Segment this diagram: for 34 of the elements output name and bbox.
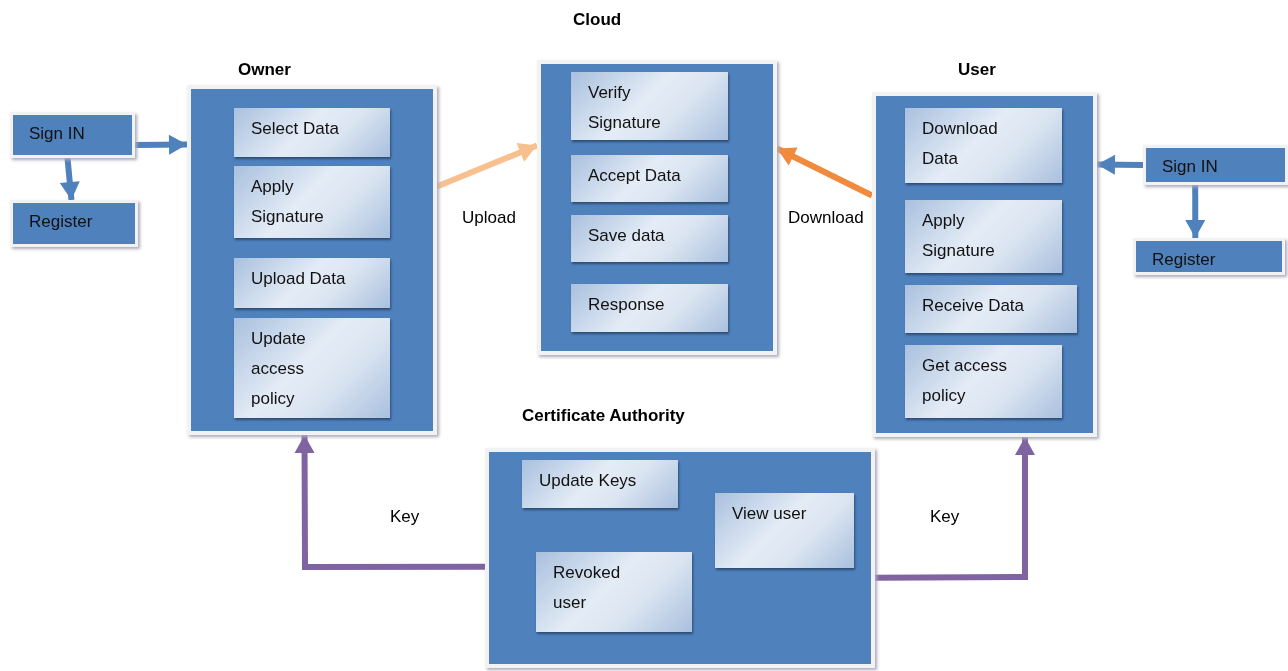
action-box: Sign IN [10, 112, 135, 158]
step-box: Update access policy [234, 318, 390, 418]
step-box: Update Keys [522, 460, 678, 508]
block-arrow [1096, 154, 1144, 175]
step-box: View user [715, 493, 854, 568]
step-box: Accept Data [571, 155, 728, 202]
step-box: Apply Signature [234, 166, 390, 238]
block-arrow [134, 134, 188, 155]
block-arrow [59, 157, 80, 201]
block-arrow [1185, 185, 1206, 238]
block-arrow [294, 435, 485, 570]
edge-label: Key [928, 507, 962, 527]
group-heading: Certificate Authority [522, 406, 685, 426]
group-heading: Cloud [573, 10, 622, 30]
step-box: Upload Data [234, 258, 390, 308]
block-arrow [435, 142, 539, 190]
edge-label: Upload [460, 208, 518, 228]
group-heading: User [958, 60, 996, 80]
action-box: Sign IN [1143, 145, 1288, 185]
step-box: Get access policy [905, 345, 1062, 418]
step-box: Select Data [234, 108, 390, 157]
step-box: Download Data [905, 108, 1062, 183]
block-arrow [875, 437, 1035, 581]
edge-label: Key [388, 507, 422, 527]
action-box: Register [1133, 238, 1285, 275]
step-box: Revoked user [536, 552, 692, 632]
step-box: Verify Signature [571, 72, 728, 140]
step-box: Save data [571, 215, 728, 262]
action-box: Register [10, 200, 138, 247]
step-box: Receive Data [905, 285, 1077, 333]
group-heading: Owner [238, 60, 291, 80]
block-arrow [775, 145, 874, 199]
step-box: Apply Signature [905, 200, 1062, 273]
step-box: Response [571, 284, 728, 332]
